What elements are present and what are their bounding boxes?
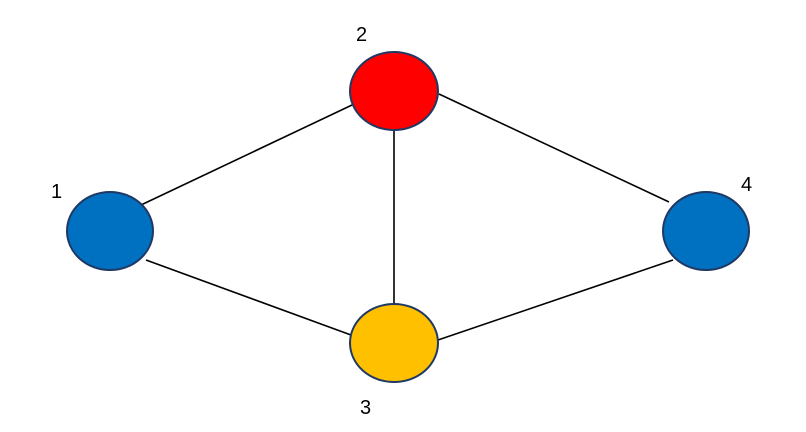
node-3: 3	[349, 303, 439, 419]
node-4: 4	[662, 174, 752, 271]
edge-2-4	[438, 93, 670, 203]
node-1: 1	[51, 181, 154, 271]
node-3-circle	[349, 303, 439, 383]
node-3-label: 3	[360, 397, 371, 419]
node-2: 2	[349, 24, 439, 131]
edge-1-2	[140, 104, 353, 206]
edge-1-3	[145, 259, 352, 336]
node-4-circle	[662, 191, 750, 271]
node-2-label: 2	[356, 24, 367, 46]
node-4-label: 4	[741, 174, 752, 196]
node-2-circle	[349, 51, 439, 131]
edge-3-4	[437, 259, 674, 341]
node-1-label: 1	[51, 181, 62, 203]
node-1-circle	[66, 191, 154, 271]
